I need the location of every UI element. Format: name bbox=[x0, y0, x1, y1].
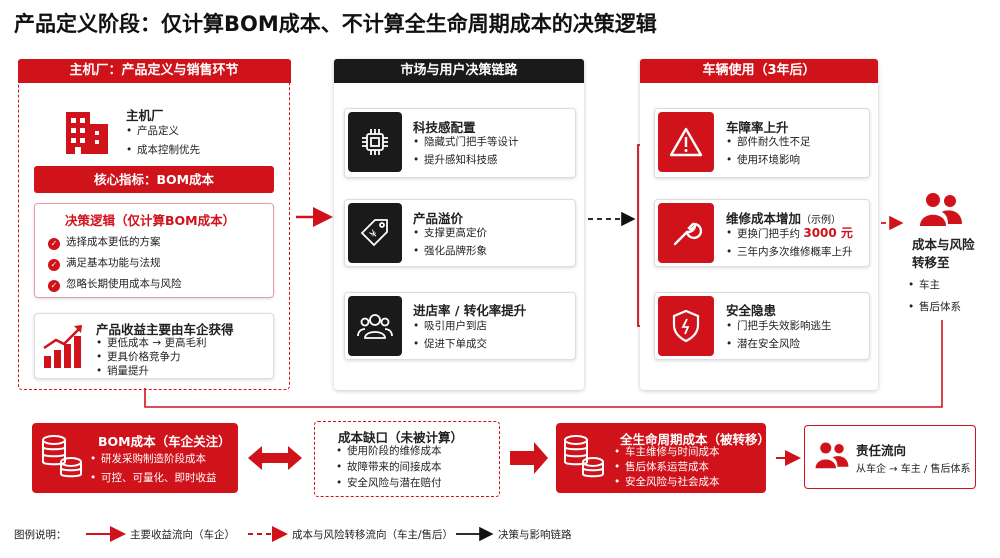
list-item: 门把手失效影响逃生 bbox=[724, 317, 832, 335]
conversion-card-title: 进店率 / 转化率提升 bbox=[413, 303, 527, 318]
responsibility-box bbox=[804, 425, 976, 489]
legend-label: 图例说明： bbox=[14, 529, 67, 541]
transfer-list: 车主 售后体系 bbox=[906, 274, 961, 318]
col3-header: 车辆使用（3年后） bbox=[640, 59, 878, 83]
revenue-title: 产品收益主要由车企获得 bbox=[96, 322, 234, 337]
repair-card-title: 维修成本增加（示例） bbox=[726, 211, 842, 226]
price-tag-icon: ¥ bbox=[348, 203, 402, 263]
list-item: 部件耐久性不足 bbox=[724, 133, 811, 151]
list-item: 售后体系运营成本 bbox=[612, 460, 720, 475]
list-item: 潜在安全风险 bbox=[724, 335, 832, 353]
revenue-item: 更具价格竞争力 bbox=[94, 350, 206, 364]
list-item: 研发采购制造阶段成本 bbox=[88, 450, 217, 469]
revenue-list: 更低成本 → 更高毛利 更具价格竞争力 销量提升 bbox=[94, 336, 206, 378]
list-item: 使用阶段的维修成本 bbox=[334, 443, 442, 459]
list-item: 隐藏式门把手等设计 bbox=[411, 133, 519, 151]
wrench-icon bbox=[658, 203, 714, 263]
list-item: 售后体系 bbox=[906, 296, 961, 318]
legend-item-decision: 决策与影响链路 bbox=[498, 529, 572, 541]
check-icon: ✓ bbox=[48, 259, 60, 271]
svg-text:¥: ¥ bbox=[368, 228, 380, 240]
people-icon bbox=[918, 192, 964, 230]
list-item: 车主 bbox=[906, 274, 961, 296]
tech-card-title: 科技感配置 bbox=[413, 120, 476, 135]
safety-card-title: 安全隐患 bbox=[726, 303, 777, 318]
list-item: 车主维修与时间成本 bbox=[612, 445, 720, 460]
users-group-icon bbox=[348, 296, 402, 356]
decision-logic-box bbox=[34, 203, 274, 298]
lifecycle-title: 全生命周期成本（被转移） bbox=[620, 432, 771, 447]
coin-stack-icon bbox=[562, 432, 606, 484]
premium-card-list: 支撑更高定价 强化品牌形象 bbox=[411, 224, 487, 260]
page-title: 产品定义阶段：仅计算BOM成本、不计算全生命周期成本的决策逻辑 bbox=[14, 12, 657, 36]
col2-header: 市场与用户决策链路 bbox=[334, 59, 584, 83]
bom-gap-double-arrow bbox=[248, 446, 302, 470]
check-icon: ✓ bbox=[48, 280, 60, 292]
safety-card-list: 门把手失效影响逃生 潜在安全风险 bbox=[724, 317, 832, 353]
responsibility-text: 从车企 → 车主 / 售后体系 bbox=[856, 464, 971, 475]
decision-item: ✓满足基本功能与法规 bbox=[48, 253, 182, 274]
list-item: 促进下单成交 bbox=[411, 335, 487, 353]
gap-lifecycle-arrow bbox=[510, 442, 548, 474]
tech-card-list: 隐藏式门把手等设计 提升感知科技感 bbox=[411, 133, 519, 169]
list-item: 故障带来的间接成本 bbox=[334, 459, 442, 475]
premium-card-title: 产品溢价 bbox=[413, 211, 464, 226]
list-item: 提升感知科技感 bbox=[411, 151, 519, 169]
oem-item: 成本控制优先 bbox=[124, 141, 200, 160]
conversion-card-list: 吸引用户到店 促进下单成交 bbox=[411, 317, 487, 353]
example-note: （示例） bbox=[801, 215, 842, 226]
warning-triangle-icon bbox=[658, 112, 714, 172]
transfer-title: 成本与风险 转移至 bbox=[912, 237, 975, 270]
list-item: 可控、可量化、即时收益 bbox=[88, 469, 217, 488]
col1-header: 主机厂：产品定义与销售环节 bbox=[17, 58, 291, 83]
failure-card-title: 车障率上升 bbox=[726, 120, 789, 135]
legend-item-revenue: 主要收益流向（车企） bbox=[130, 529, 235, 541]
list-item: 三年内多次维修概率上升 bbox=[724, 243, 853, 261]
failure-card-list: 部件耐久性不足 使用环境影响 bbox=[724, 133, 811, 169]
people-icon bbox=[814, 438, 850, 476]
chip-icon bbox=[348, 112, 402, 172]
decision-logic-list: ✓选择成本更低的方案 ✓满足基本功能与法规 ✓忽略长期使用成本与风险 bbox=[48, 232, 182, 295]
list-item: 更换门把手约 3000 元 bbox=[724, 224, 853, 243]
legend-item-transfer: 成本与风险转移流向（车主/售后） bbox=[292, 529, 454, 541]
gap-list: 使用阶段的维修成本 故障带来的间接成本 安全风险与潜在赔付 bbox=[334, 443, 442, 491]
gap-title: 成本缺口（未被计算） bbox=[338, 430, 464, 445]
decision-item: ✓忽略长期使用成本与风险 bbox=[48, 274, 182, 295]
bom-list: 研发采购制造阶段成本 可控、可量化、即时收益 bbox=[88, 450, 217, 488]
list-item: 强化品牌形象 bbox=[411, 242, 487, 260]
repair-amount: 3000 元 bbox=[803, 226, 853, 240]
bom-title: BOM成本（车企关注） bbox=[98, 434, 231, 449]
revenue-item: 销量提升 bbox=[94, 364, 206, 378]
feedback-loop-line bbox=[144, 320, 943, 408]
decision-logic-title: 决策逻辑（仅计算BOM成本） bbox=[65, 213, 236, 228]
decision-item: ✓选择成本更低的方案 bbox=[48, 232, 182, 253]
lifecycle-list: 车主维修与时间成本 售后体系运营成本 安全风险与社会成本 bbox=[612, 445, 720, 490]
revenue-item: 更低成本 → 更高毛利 bbox=[94, 336, 206, 350]
responsibility-title: 责任流向 bbox=[856, 443, 907, 458]
core-metric-bar: 核心指标：BOM成本 bbox=[34, 166, 274, 193]
list-item: 安全风险与潜在赔付 bbox=[334, 475, 442, 491]
oem-list: 产品定义 成本控制优先 bbox=[124, 122, 200, 160]
list-item: 吸引用户到店 bbox=[411, 317, 487, 335]
check-icon: ✓ bbox=[48, 238, 60, 250]
col1-panel: 主机厂：产品定义与销售环节 bbox=[17, 58, 291, 390]
list-item: 支撑更高定价 bbox=[411, 224, 487, 242]
oem-item: 产品定义 bbox=[124, 122, 200, 141]
shield-icon bbox=[658, 296, 714, 356]
factory-icon bbox=[64, 104, 112, 158]
repair-card-list: 更换门把手约 3000 元 三年内多次维修概率上升 bbox=[724, 224, 853, 261]
growth-chart-icon bbox=[42, 322, 86, 374]
list-item: 安全风险与社会成本 bbox=[612, 475, 720, 490]
coin-stack-icon bbox=[40, 432, 84, 484]
oem-title: 主机厂 bbox=[126, 108, 164, 123]
list-item: 使用环境影响 bbox=[724, 151, 811, 169]
